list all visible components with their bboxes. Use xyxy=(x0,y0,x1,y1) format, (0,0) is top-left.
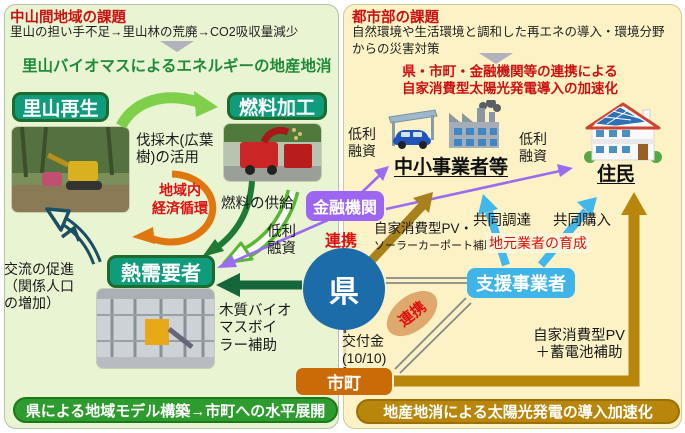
forest-photo-art xyxy=(12,127,129,212)
left-panel-subtitle: 里山の担い手不足→里山林の荒廃→CO2吸収量減少 xyxy=(10,25,299,39)
label-pv-battery-subsidy: 自家消費型PV ＋蓄電池補助 xyxy=(533,328,625,362)
solar-carport-car-icon xyxy=(387,106,439,155)
label-boiler-subsidy: 木質バイオ マスボイ ラー補助 xyxy=(219,303,292,354)
biomass-boiler-photo xyxy=(97,289,214,368)
left-panel-title: 中山間地域の課題 xyxy=(10,10,126,26)
label-low-interest-loan-residents: 低利 融資 xyxy=(519,131,547,164)
label-pv-carport-subsidy-line1: 自家消費型PV・ xyxy=(374,221,474,236)
node-prefecture: 県 xyxy=(303,248,385,330)
boiler-photo-art xyxy=(97,289,214,368)
label-grant: 交付金 (10/10) xyxy=(342,333,387,367)
right-panel-subtitle: 自然環境や生活環境と調和した再エネの導入・環境分野からの災害対策 xyxy=(352,25,665,56)
label-joint-procurement: 共同調達 xyxy=(473,213,531,229)
down-triangle-icon-right xyxy=(479,53,513,64)
node-heat-consumer: 熱需要者 xyxy=(107,255,215,288)
right-panel-title: 都市部の課題 xyxy=(352,10,439,26)
label-local-economy-cycle: 地域内 経済循環 xyxy=(152,182,208,217)
label-renkei-bank: 連携 xyxy=(325,233,358,250)
label-joint-purchase: 共同購入 xyxy=(553,213,611,229)
wood-chipper-photo xyxy=(224,124,321,181)
right-footer-banner: 地産地消による太陽光発電の導入加速化 xyxy=(356,399,680,424)
node-satoyama-regeneration: 里山再生 xyxy=(12,92,109,122)
right-panel-goal: 県・市町・金融機関等の連携による 自家消費型太陽光発電導入の加速化 xyxy=(402,64,618,97)
chipper-photo-art xyxy=(224,124,321,181)
left-panel-solution: 里山バイオマスによるエネルギーの地産地消 xyxy=(22,58,332,75)
down-triangle-icon-left xyxy=(160,41,194,52)
label-low-interest-loan-left: 低利 融資 xyxy=(267,224,296,258)
label-fuel-supply: 燃料の供給 xyxy=(221,196,294,212)
node-support-business: 支援事業者 xyxy=(467,268,575,298)
label-felled-wood: 伐採木(広葉 樹)の活用 xyxy=(136,133,214,167)
label-low-interest-loan-sme: 低利 融資 xyxy=(348,126,376,159)
satoyama-forest-photo xyxy=(12,127,129,212)
label-pv-carport-subsidy-line2: ソーラーカーポート補助 xyxy=(374,240,495,252)
factory-icon xyxy=(447,98,501,155)
label-residents: 住民 xyxy=(597,164,636,185)
node-financial-institution: 金融機関 xyxy=(306,191,384,221)
node-fuel-processing: 燃料加工 xyxy=(227,92,327,120)
label-sme: 中小事業者等 xyxy=(394,157,509,178)
solar-house-icon xyxy=(583,100,663,169)
label-exchange-promotion: 交流の促進 （関係人口 の増加） xyxy=(4,261,74,311)
label-local-business-development: 地元業者の育成 xyxy=(486,233,590,253)
node-municipality: 市町 xyxy=(296,368,392,395)
left-footer-banner: 県による地域モデル構築→市町への水平展開 xyxy=(13,397,338,423)
